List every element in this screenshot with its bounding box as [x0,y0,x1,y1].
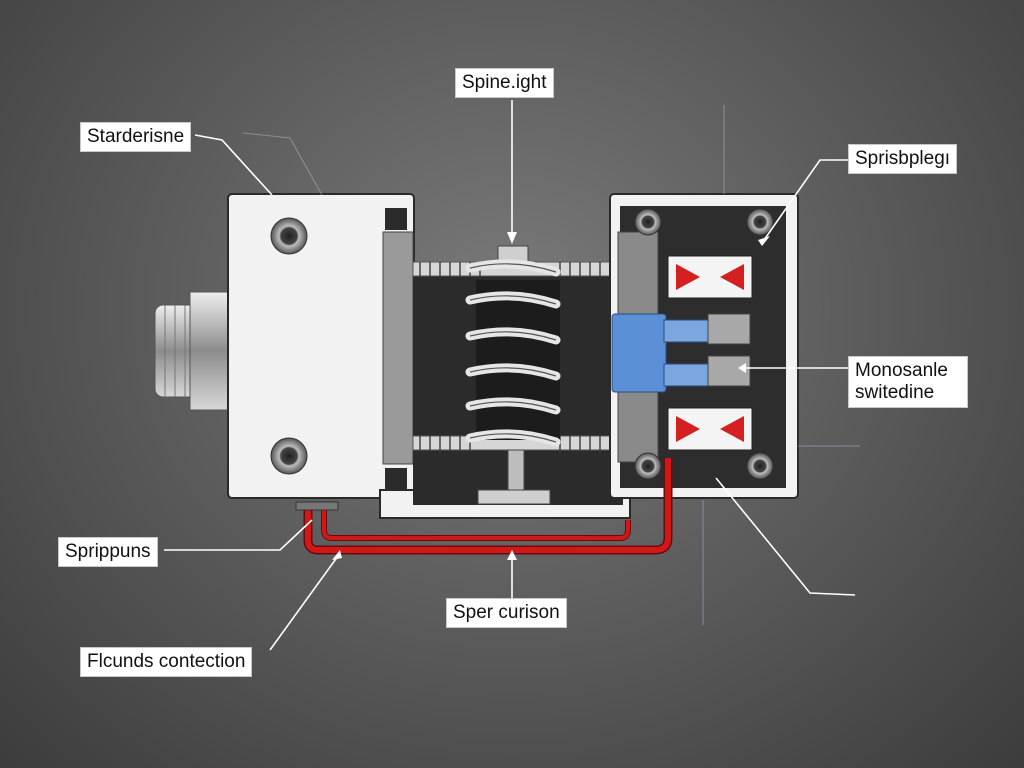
bolt-icon [746,208,774,236]
left-housing [227,193,415,499]
upper-contact [667,255,753,299]
red-wire [295,458,673,555]
lower-contact [667,407,753,451]
leader-lines [164,100,856,651]
spring-icon [465,245,561,505]
connector-block [611,313,751,393]
right-housing [609,193,799,499]
faint-guides [242,105,860,625]
label-monosanle-switedine: Monosanle switedine [848,356,968,408]
label-sprippuns: Sprippuns [58,537,158,567]
end-cylinder [154,291,231,411]
label-starderisne: Starderisne [80,122,192,152]
label-flcunds-contection: Flcunds contection [80,647,253,677]
bolt-icon [634,452,662,480]
label-sper-curison: Sper curison [446,598,567,628]
label-line: Monosanle [855,360,948,381]
label-spine-light: Spine.ight [455,68,554,98]
bolt-icon [746,452,774,480]
bolt-icon [634,208,662,236]
bolt-icon [270,217,308,255]
label-line: switedine [855,382,935,403]
bolt-icon [270,437,308,475]
label-sprisbplegi: Sprisbplegı [848,144,958,174]
